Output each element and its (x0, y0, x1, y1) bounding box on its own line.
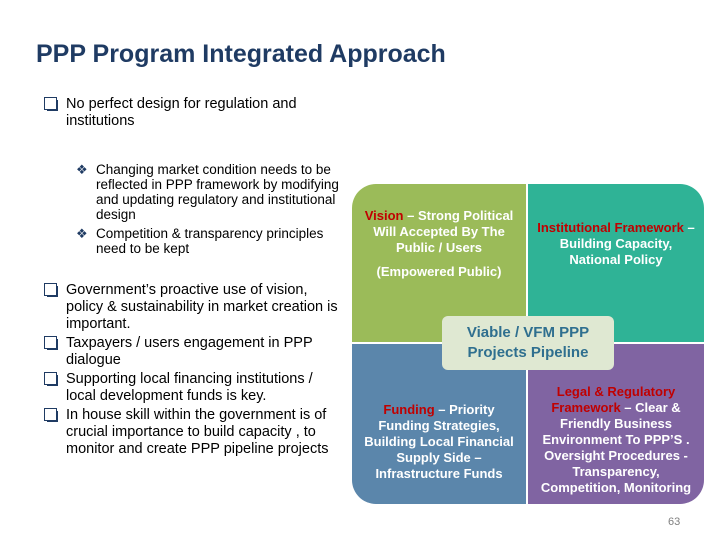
quadrant-legal-heading: Legal & Regulatory Framework (551, 384, 676, 415)
bullet-text: In house skill within the government is … (66, 407, 329, 457)
bullet-text: Government’s proactive use of vision, po… (66, 282, 338, 332)
checkbox-bullet-icon (44, 372, 58, 386)
sub-bullet-item: ❖ Competition & transparency principles … (76, 226, 344, 256)
diamond-bullet-icon: ❖ (76, 162, 88, 177)
quadrant-vision-heading: Vision (364, 208, 404, 223)
quadrant-funding-body: – Priority Funding Strategies, Building … (364, 402, 514, 481)
bullet-item: Government’s proactive use of vision, po… (44, 282, 344, 333)
page-number: 63 (668, 516, 681, 528)
quadrant-institutional-heading: Institutional Framework (537, 220, 684, 235)
quadrant-institutional-text: Institutional Framework – Building Capac… (534, 220, 698, 268)
checkbox-bullet-icon (44, 283, 58, 297)
bullet-list: No perfect design for regulation and ins… (44, 96, 344, 458)
bullet-text: No perfect design for regulation and ins… (66, 96, 297, 129)
quadrant-funding: Funding – Priority Funding Strategies, B… (352, 344, 526, 504)
sub-bullet-text: Changing market condition needs to be re… (96, 162, 339, 222)
quadrant-funding-text: Funding – Priority Funding Strategies, B… (358, 402, 520, 482)
bullet-item: Supporting local financing institutions … (44, 371, 344, 405)
quadrant-vision-sub: (Empowered Public) (376, 264, 502, 279)
quadrant-institutional: Institutional Framework – Building Capac… (528, 184, 704, 342)
checkbox-bullet-icon (44, 408, 58, 422)
bullet-text: Taxpayers / users engagement in PPP dial… (66, 335, 313, 368)
quadrant-funding-heading: Funding (383, 402, 435, 417)
checkbox-bullet-icon (44, 336, 58, 350)
quadrant-vision: Vision – Strong Political Will Accepted … (352, 184, 526, 342)
center-pipeline-box: Viable / VFM PPP Projects Pipeline (442, 316, 614, 370)
bullet-item: No perfect design for regulation and ins… (44, 96, 344, 130)
bullet-item: Taxpayers / users engagement in PPP dial… (44, 335, 344, 369)
checkbox-bullet-icon (44, 97, 58, 111)
quadrant-vision-text: Vision – Strong Political Will Accepted … (358, 208, 520, 256)
diamond-bullet-icon: ❖ (76, 226, 88, 241)
quadrant-institutional-body: – Building Capacity, National Policy (559, 220, 695, 267)
quadrant-vision-body: – Strong Political Will Accepted By The … (373, 208, 514, 255)
slide-title: PPP Program Integrated Approach (36, 40, 446, 68)
sub-bullet-text: Competition & transparency principles ne… (96, 226, 324, 256)
bullet-item: In house skill within the government is … (44, 407, 344, 458)
quadrant-legal-body: – Clear & Friendly Business Environment … (540, 400, 692, 495)
quadrant-legal: Legal & Regulatory Framework – Clear & F… (528, 344, 704, 504)
bullet-text: Supporting local financing institutions … (66, 371, 313, 404)
sub-bullet-item: ❖ Changing market condition needs to be … (76, 162, 344, 222)
ppp-quadrant-diagram: Vision – Strong Political Will Accepted … (352, 184, 704, 504)
quadrant-legal-text: Legal & Regulatory Framework – Clear & F… (534, 384, 698, 496)
